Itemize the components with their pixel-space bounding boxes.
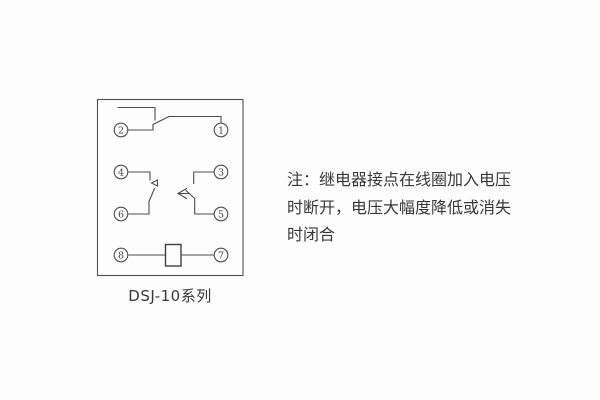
terminal-3-label: 3 bbox=[218, 167, 224, 178]
terminal-6: 6 bbox=[113, 206, 129, 222]
terminal-2-label: 2 bbox=[118, 125, 124, 136]
terminal-8: 8 bbox=[113, 247, 129, 263]
wire-from-6 bbox=[127, 200, 150, 215]
terminal-4-label: 4 bbox=[118, 167, 124, 178]
terminal-7: 7 bbox=[213, 247, 229, 263]
fixed-contact-bracket bbox=[117, 106, 156, 121]
contact-triangle-icon bbox=[150, 179, 159, 187]
terminal-1: 1 bbox=[213, 122, 229, 138]
wire-from-3 bbox=[193, 171, 215, 185]
contact-2-1 bbox=[117, 106, 222, 131]
terminal-1-label: 1 bbox=[218, 125, 224, 136]
terminal-8-label: 8 bbox=[118, 250, 124, 261]
terminal-5-label: 5 bbox=[218, 209, 224, 220]
coil-symbol bbox=[164, 243, 182, 267]
terminal-2: 2 bbox=[113, 122, 129, 138]
coil-circuit bbox=[127, 243, 215, 267]
terminals: 2 1 4 3 6 5 8 bbox=[113, 122, 229, 263]
contact-4-6 bbox=[127, 171, 159, 215]
moving-blade bbox=[152, 115, 170, 131]
terminal-5: 5 bbox=[213, 206, 229, 222]
note-line-3: 时闭合 bbox=[287, 227, 336, 244]
terminal-7-label: 7 bbox=[218, 250, 224, 261]
terminal-4: 4 bbox=[113, 164, 129, 180]
moving-blade bbox=[185, 189, 196, 200]
wire-to-1 bbox=[168, 115, 222, 124]
diagram-caption: DSJ-10系列 bbox=[128, 287, 212, 305]
wire-from-5 bbox=[194, 197, 215, 215]
note-text: 注：继电器接点在线圈加入电压 时断开，电压大幅度降低或消失 时闭合 bbox=[287, 167, 527, 250]
note-line-1: 注：继电器接点在线圈加入电压 bbox=[287, 172, 512, 189]
note-line-2: 时断开，电压大幅度降低或消失 bbox=[287, 199, 512, 217]
moving-blade bbox=[148, 187, 156, 203]
contact-3-5 bbox=[176, 171, 215, 215]
terminal-3: 3 bbox=[213, 164, 229, 180]
terminal-6-label: 6 bbox=[118, 209, 124, 220]
wire-from-4 bbox=[127, 171, 151, 181]
